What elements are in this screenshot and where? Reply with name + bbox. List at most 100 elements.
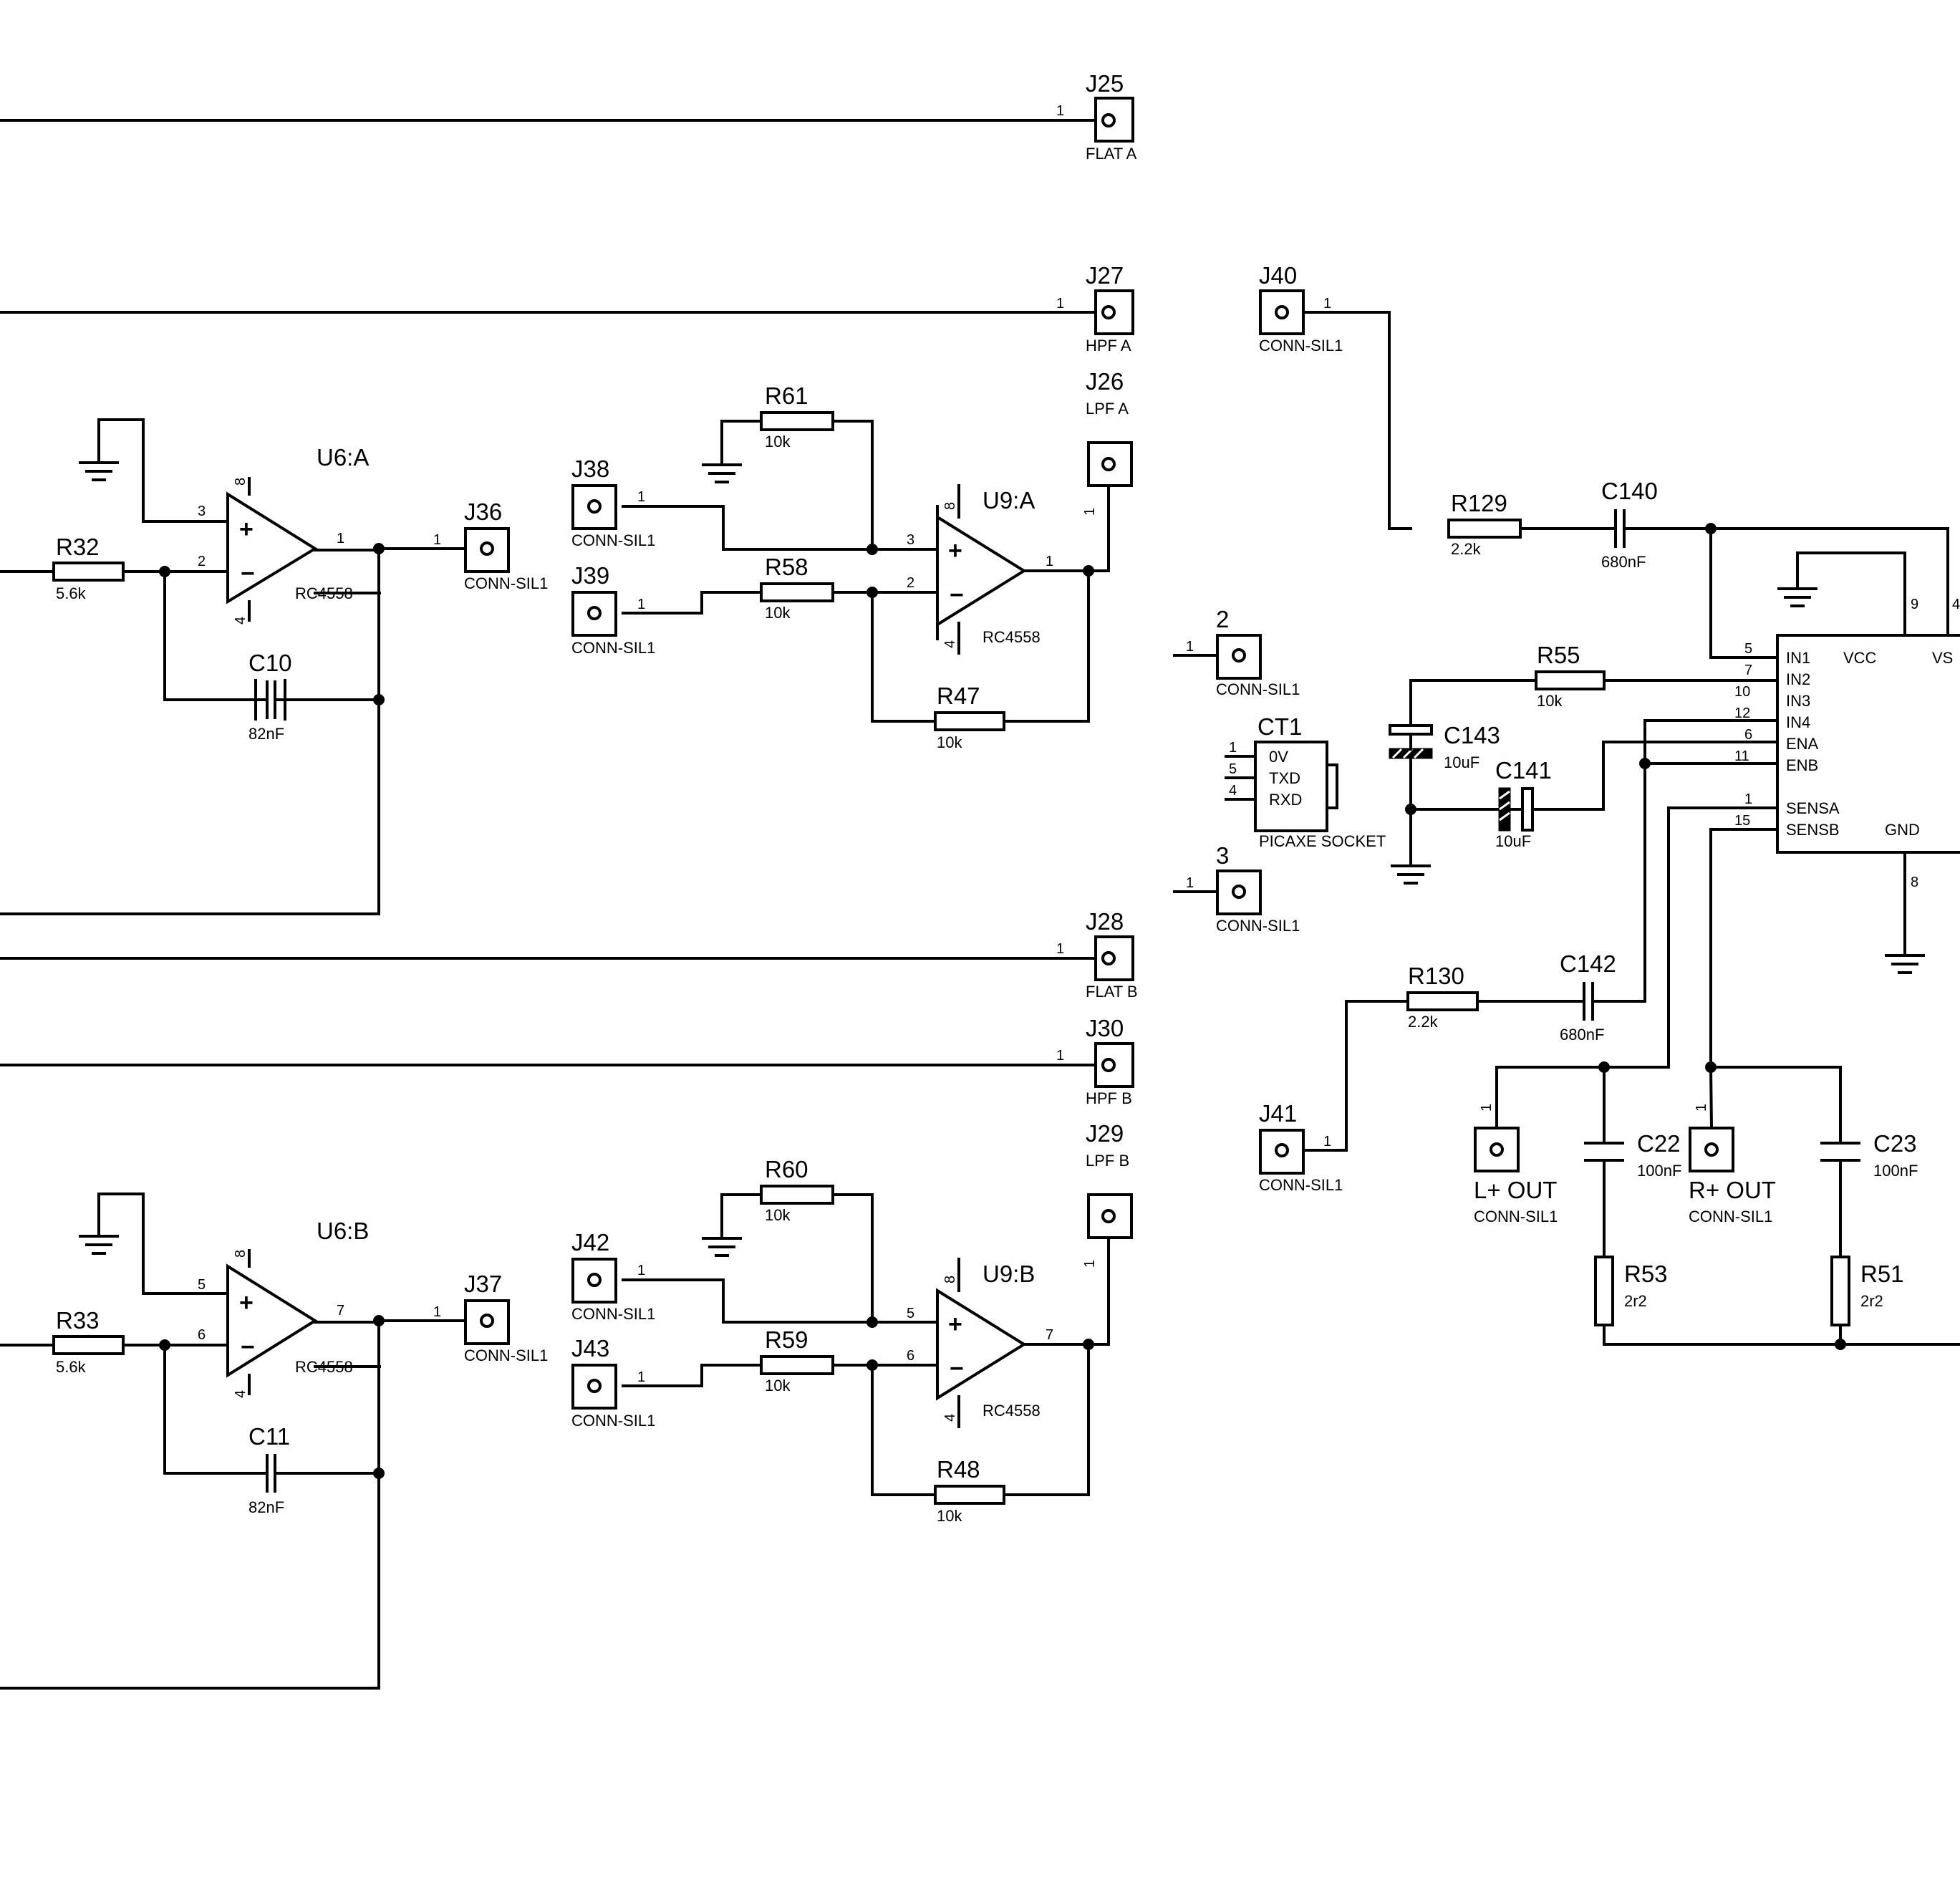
ref-label: C141 xyxy=(1495,757,1552,784)
connector-label: CONN-SIL1 xyxy=(1474,1208,1558,1225)
value-label: 10k xyxy=(765,604,791,622)
plus-sign: + xyxy=(948,1311,962,1338)
value-label: 10k xyxy=(765,1206,791,1224)
connector-j43: J43 CONN-SIL1 1 xyxy=(571,1335,655,1430)
ref-label: U9:A xyxy=(983,487,1035,514)
resistor-r129: R129 2.2k xyxy=(1447,490,1522,558)
capacitor-c23: C23 100nF xyxy=(1820,1130,1918,1180)
pin-number: 1 xyxy=(1229,740,1237,756)
pin-number: 4 xyxy=(1952,597,1960,612)
pin-name: RXD xyxy=(1269,791,1302,809)
pin-number: 1 xyxy=(1056,296,1064,312)
capacitor-c143: C143 10uF xyxy=(1389,722,1500,771)
value-label: 680nF xyxy=(1560,1026,1604,1044)
connector-label: CONN-SIL1 xyxy=(571,1412,655,1430)
connector-label: FLAT A xyxy=(1086,145,1137,163)
resistor-r55: R55 10k xyxy=(1535,642,1606,710)
resistor-r61: R61 10k xyxy=(760,382,834,451)
ref-label: R61 xyxy=(765,382,808,409)
ref-label: C23 xyxy=(1873,1130,1917,1157)
pin-number: 1 xyxy=(1082,508,1098,516)
pin-number: 12 xyxy=(1734,705,1750,721)
pin-number: 1 xyxy=(1056,1048,1064,1064)
connector-label: HPF B xyxy=(1086,1089,1132,1107)
resistor-r33: R33 5.6k xyxy=(52,1307,125,1376)
resistor-r48: R48 10k xyxy=(934,1456,1005,1525)
value-label: 2.2k xyxy=(1408,1013,1439,1031)
part-label: RC4558 xyxy=(983,628,1041,646)
pin-number: 2 xyxy=(907,575,914,591)
ref-label: J27 xyxy=(1086,262,1124,289)
ref-label: J37 xyxy=(464,1271,502,1297)
part-label: RC4558 xyxy=(983,1402,1041,1420)
pin-number: 5 xyxy=(1744,641,1752,657)
wires xyxy=(0,119,1960,1690)
ref-label: U9:B xyxy=(983,1261,1035,1287)
connector-2: 2 CONN-SIL1 1 xyxy=(1186,606,1300,698)
ref-label: L+ OUT xyxy=(1474,1177,1557,1203)
minus-sign: − xyxy=(950,1355,964,1382)
opamp-u6b: + − U6:B RC4558 5 6 7 8 4 xyxy=(198,1218,369,1398)
junctions xyxy=(159,523,1846,1479)
value-label: 10uF xyxy=(1444,753,1479,771)
pin-name-in3: IN3 xyxy=(1786,692,1810,710)
pin-number: 6 xyxy=(1744,727,1752,743)
connector-j29: J29 LPF B 1 xyxy=(1082,1120,1133,1268)
ref-label: J29 xyxy=(1086,1120,1124,1147)
value-label: 10k xyxy=(937,733,962,751)
pin-number: 1 xyxy=(637,597,645,612)
pin-number: 1 xyxy=(1186,639,1194,655)
ref-label: R58 xyxy=(765,554,808,580)
pin-number: 5 xyxy=(907,1306,914,1321)
pin-number: 4 xyxy=(233,617,248,625)
pin-number: 1 xyxy=(637,1369,645,1385)
pin-number: 3 xyxy=(907,532,914,548)
connector-l-out: L+ OUT CONN-SIL1 1 xyxy=(1474,1104,1558,1225)
connector-label: CONN-SIL1 xyxy=(464,1346,548,1364)
ref-label: J43 xyxy=(571,1335,609,1362)
ground-c141 xyxy=(1391,864,1431,885)
pin-number: 4 xyxy=(1229,783,1237,799)
value-label: 10k xyxy=(937,1507,962,1525)
connector-label: LPF A xyxy=(1086,400,1129,418)
ref-label: R59 xyxy=(765,1326,808,1353)
resistor-r60: R60 10k xyxy=(760,1156,834,1224)
pin-name-in1: IN1 xyxy=(1786,649,1810,667)
pin-name: 0V xyxy=(1269,748,1288,766)
pin-number: 10 xyxy=(1734,684,1750,700)
connector-label: CONN-SIL1 xyxy=(1216,917,1300,935)
connector-j39: J39 CONN-SIL1 1 xyxy=(571,562,655,657)
pin-name-vs: VS xyxy=(1932,649,1953,667)
value-label: 100nF xyxy=(1873,1162,1918,1180)
resistor-r130: R130 2.2k xyxy=(1406,963,1479,1031)
pin-number: 1 xyxy=(433,1304,441,1320)
ref-label: R130 xyxy=(1408,963,1464,989)
connector-label: FLAT B xyxy=(1086,983,1138,1001)
pin-number: 1 xyxy=(637,489,645,505)
pin-number: 7 xyxy=(1046,1327,1053,1343)
part-label: RC4558 xyxy=(295,1358,353,1376)
pin-number: 1 xyxy=(1323,296,1331,312)
pin-name-in4: IN4 xyxy=(1786,713,1810,731)
ref-label: C140 xyxy=(1601,478,1658,504)
part-label: PICAXE SOCKET xyxy=(1259,832,1386,850)
pin-number: 11 xyxy=(1734,748,1749,764)
ref-label: R47 xyxy=(937,683,980,709)
connector-label: CONN-SIL1 xyxy=(1259,1176,1343,1194)
ref-label: U6:B xyxy=(317,1218,369,1244)
connector-j30: J30 HPF B 1 xyxy=(1056,1015,1134,1107)
connector-j41: J41 CONN-SIL1 1 xyxy=(1259,1100,1343,1194)
pin-number: 5 xyxy=(1229,761,1237,777)
opamp-u6a: + − U6:A RC4558 3 2 1 8 4 xyxy=(198,444,369,625)
ref-label: R53 xyxy=(1624,1261,1668,1287)
value-label: 5.6k xyxy=(56,1358,87,1376)
connector-label: CONN-SIL1 xyxy=(571,531,655,549)
pin-number: 1 xyxy=(337,531,344,546)
connector-3: 3 CONN-SIL1 1 xyxy=(1186,842,1300,935)
value-label: 82nF xyxy=(248,725,284,743)
pin-number: 6 xyxy=(198,1327,206,1343)
pin-number: 1 xyxy=(1694,1104,1709,1112)
ref-label: R+ OUT xyxy=(1689,1177,1776,1203)
value-label: 10k xyxy=(765,1377,791,1394)
connector-j40: J40 CONN-SIL1 1 xyxy=(1259,262,1343,355)
